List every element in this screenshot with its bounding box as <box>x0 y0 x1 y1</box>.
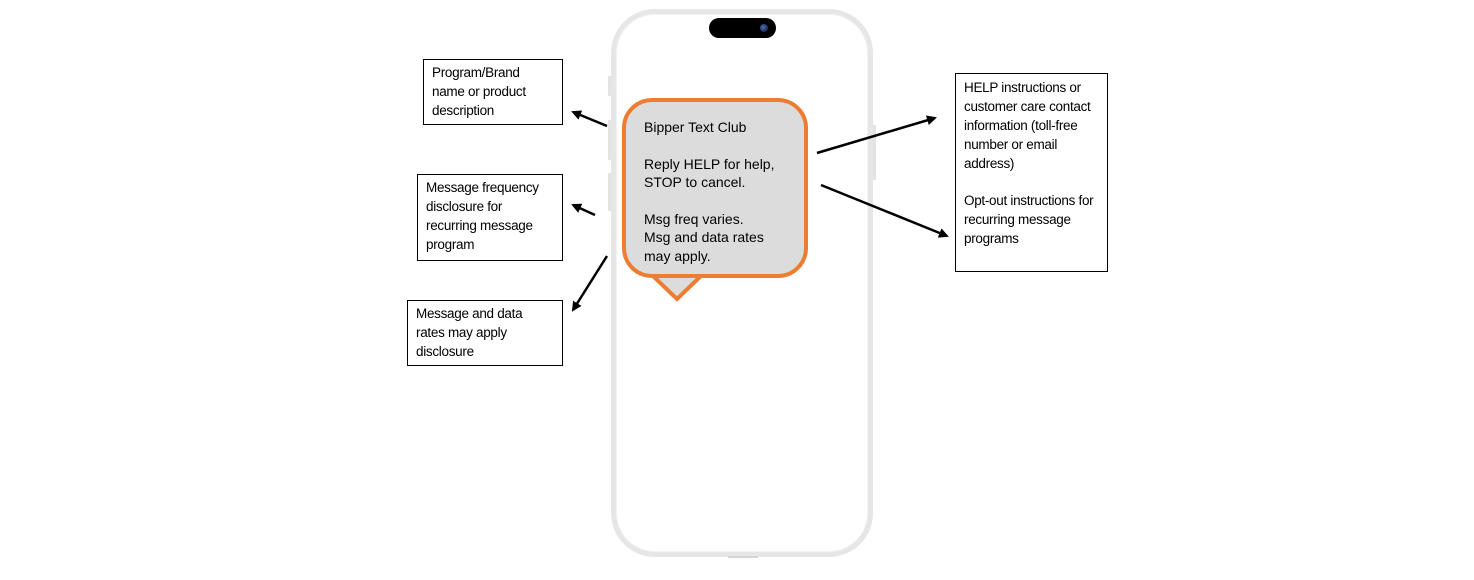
phone-volume-down-button <box>608 173 612 211</box>
sms-message-bubble: Bipper Text Club Reply HELP for help,STO… <box>622 98 808 278</box>
callout-brand-name: Program/Brand name or product descriptio… <box>423 59 563 125</box>
help-instructions-text: HELP instructions or customer care conta… <box>964 80 1091 171</box>
phone-bottom-edge <box>728 556 758 558</box>
callout-help-instructions: HELP instructions or customer care conta… <box>955 73 1108 272</box>
arrow-to-rates <box>571 255 609 312</box>
phone-volume-up-button <box>608 120 612 160</box>
opt-out-instructions-text: Opt-out instructions for recurring messa… <box>964 193 1094 246</box>
phone-frame <box>611 9 873 557</box>
callout-message-frequency: Message frequency disclosure for recurri… <box>417 174 563 261</box>
phone-action-button <box>608 76 612 96</box>
bubble-brand-line: Bipper Text Club <box>644 119 747 135</box>
arrow-to-frequency <box>571 203 596 217</box>
arrow-to-brand <box>571 110 608 128</box>
camera-icon <box>760 24 768 32</box>
bubble-help-stop-line: Reply HELP for help,STOP to cancel. <box>644 155 775 191</box>
dynamic-island <box>709 18 776 38</box>
callout-data-rates: Message and data rates may apply disclos… <box>407 300 563 366</box>
